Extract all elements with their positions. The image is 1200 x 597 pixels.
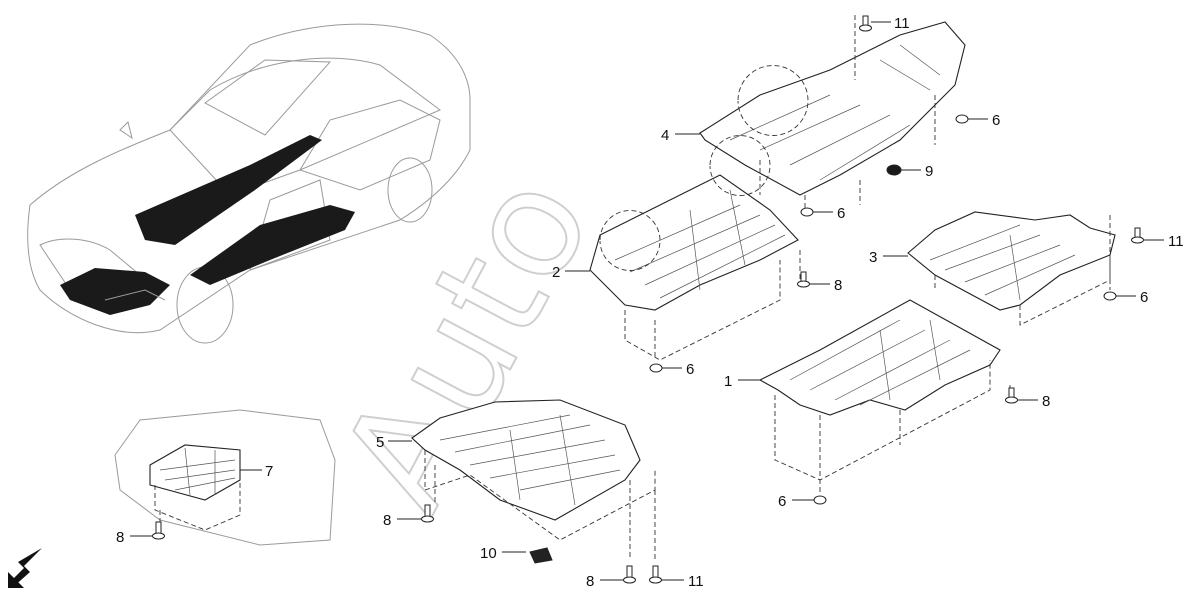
bolt-11-c xyxy=(649,565,662,584)
clip-6-a xyxy=(955,114,969,124)
callout-10: 10 xyxy=(480,545,497,562)
callout-labels: 1 2 3 4 5 6 6 6 6 6 7 8 8 8 8 8 9 10 11 … xyxy=(116,15,1184,590)
callout-8-e: 8 xyxy=(586,573,594,590)
bolt-8-e xyxy=(623,565,636,584)
callout-6-b: 6 xyxy=(837,205,845,222)
callout-3: 3 xyxy=(869,249,877,266)
bolt-11-a xyxy=(859,15,872,32)
callout-6-a: 6 xyxy=(992,112,1000,129)
part-7-bracket xyxy=(114,409,336,546)
bolt-8-b xyxy=(1005,387,1018,404)
bolt-8-c xyxy=(421,504,434,523)
callout-1: 1 xyxy=(724,373,732,390)
callout-5: 5 xyxy=(376,434,384,451)
callout-8-d: 8 xyxy=(116,529,124,546)
fasteners xyxy=(152,15,1144,584)
callout-4: 4 xyxy=(661,127,669,144)
callout-11-b: 11 xyxy=(1168,233,1184,250)
callout-8-c: 8 xyxy=(383,512,391,529)
clip-6-e xyxy=(813,495,827,505)
callout-8-a: 8 xyxy=(834,277,842,294)
callout-6-d: 6 xyxy=(1140,289,1148,306)
nut-9 xyxy=(886,164,902,176)
clip-10 xyxy=(529,547,553,564)
part-2-underbody-cover xyxy=(589,135,801,361)
part-1-underbody-cover xyxy=(758,299,1011,495)
part-5-engine-under-cover xyxy=(411,399,656,560)
front-direction-arrow-icon xyxy=(8,548,42,588)
part-4-underbody-cover xyxy=(699,15,966,210)
part-3-underbody-cover xyxy=(907,211,1116,326)
callout-2: 2 xyxy=(552,264,560,281)
leader-lines xyxy=(130,21,1164,581)
clip-6-d xyxy=(1103,291,1117,301)
clip-6-b xyxy=(800,207,814,217)
bolt-8-a xyxy=(797,271,810,288)
callout-6-c: 6 xyxy=(686,361,694,378)
bolt-11-b xyxy=(1131,227,1144,244)
clip-6-c xyxy=(649,363,663,373)
callout-7: 7 xyxy=(265,463,273,480)
callout-8-b: 8 xyxy=(1042,393,1050,410)
underbody-mats xyxy=(60,135,355,315)
callout-6-e: 6 xyxy=(778,493,786,510)
callout-11-a: 11 xyxy=(894,15,910,32)
callout-9: 9 xyxy=(925,163,933,180)
callout-11-c: 11 xyxy=(688,573,704,590)
bolt-8-d xyxy=(152,521,165,540)
